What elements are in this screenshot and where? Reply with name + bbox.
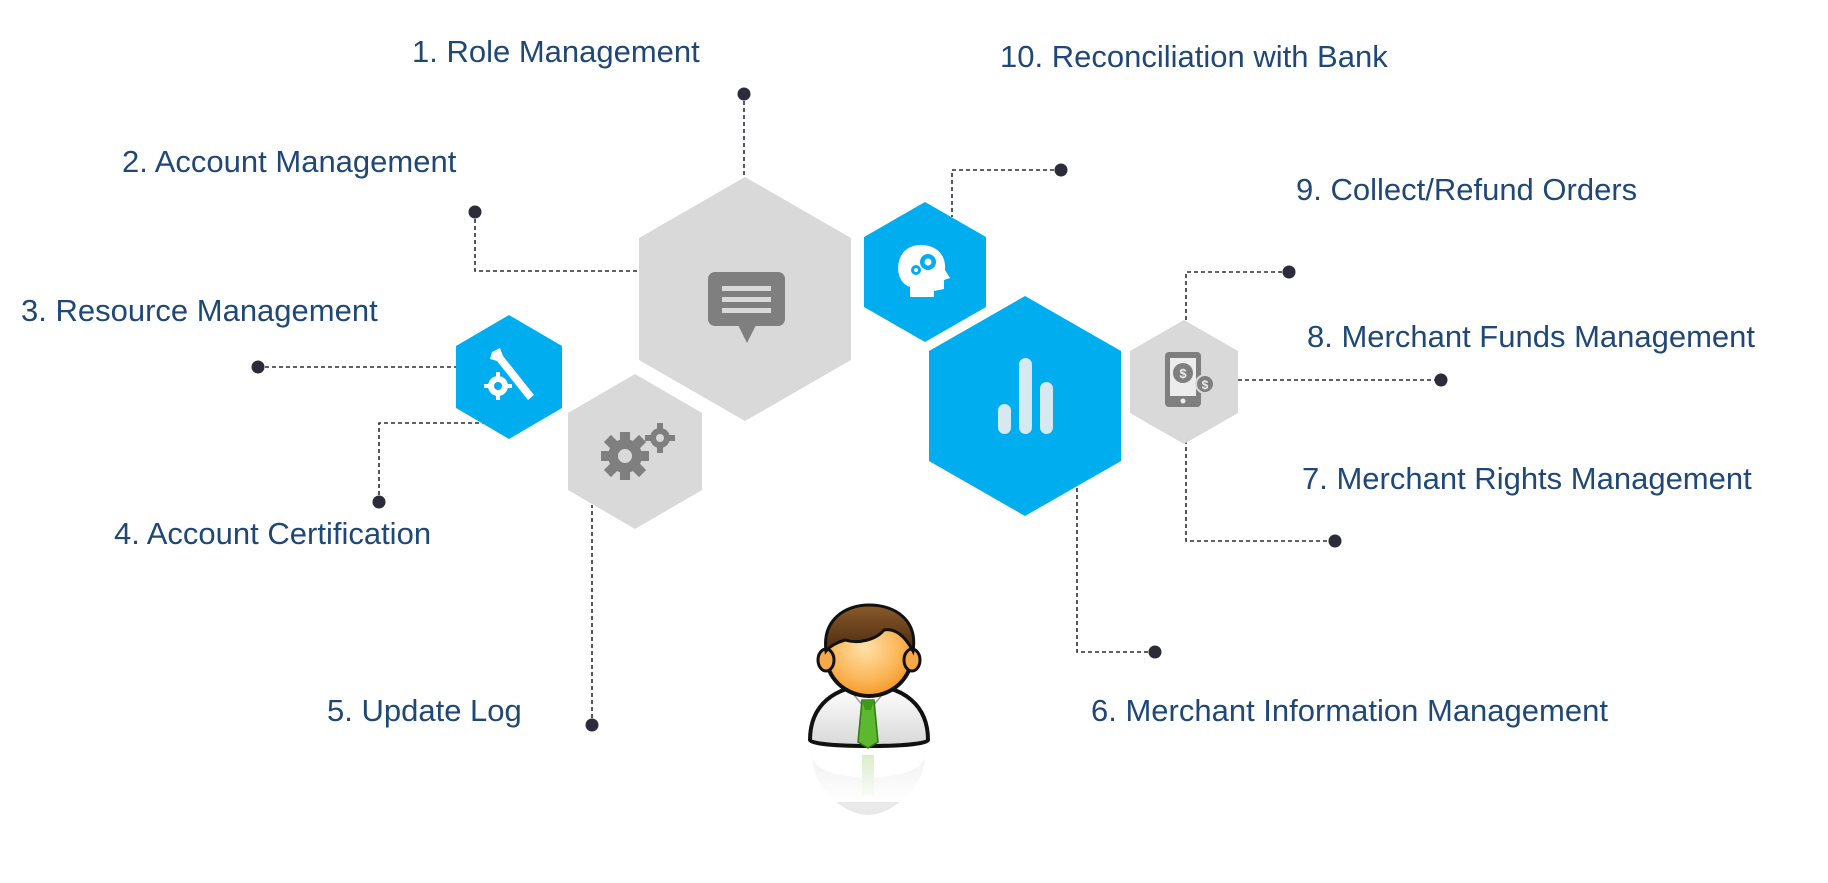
connector-reconciliation bbox=[951, 169, 1061, 217]
label-merchant-rights-management: 7. Merchant Rights Management bbox=[1302, 461, 1752, 496]
gears-icon bbox=[601, 423, 675, 480]
connector-dots bbox=[251, 87, 1448, 732]
hex-bar-chart bbox=[929, 296, 1121, 516]
svg-text:$: $ bbox=[1179, 366, 1187, 381]
hex-mobile-money: $ $ bbox=[1130, 320, 1238, 444]
connector-rights bbox=[1185, 440, 1335, 542]
label-merchant-information-management: 6. Merchant Information Management bbox=[1091, 693, 1608, 728]
hex-tools bbox=[456, 315, 562, 439]
connector-merchant-info bbox=[1076, 488, 1155, 653]
mobile-money-icon: $ $ bbox=[1165, 352, 1215, 407]
label-account-certification: 4. Account Certification bbox=[114, 516, 432, 551]
label-account-management: 2. Account Management bbox=[122, 144, 457, 179]
label-update-log: 5. Update Log bbox=[327, 693, 522, 728]
connector-account-certification bbox=[378, 422, 485, 502]
hex-chat bbox=[639, 177, 851, 421]
svg-text:$: $ bbox=[1202, 378, 1209, 392]
connector-collect-refund bbox=[1185, 271, 1289, 320]
tools-icon bbox=[484, 348, 534, 400]
label-collect-refund-orders: 9. Collect/Refund Orders bbox=[1296, 172, 1638, 207]
label-reconciliation-with-bank: 10. Reconciliation with Bank bbox=[1000, 39, 1388, 74]
chat-bubble-icon bbox=[708, 272, 785, 343]
connectors bbox=[258, 94, 1441, 725]
head-gears-icon bbox=[898, 244, 950, 297]
user-avatar-icon bbox=[806, 603, 932, 815]
hex-head-gears bbox=[864, 202, 986, 342]
label-role-management: 1. Role Management bbox=[412, 34, 700, 69]
label-resource-management: 3. Resource Management bbox=[21, 293, 378, 328]
bar-chart-icon bbox=[998, 358, 1053, 434]
hex-gears bbox=[568, 374, 702, 529]
label-merchant-funds-management: 8. Merchant Funds Management bbox=[1307, 319, 1756, 354]
connector-account-management bbox=[474, 212, 640, 272]
